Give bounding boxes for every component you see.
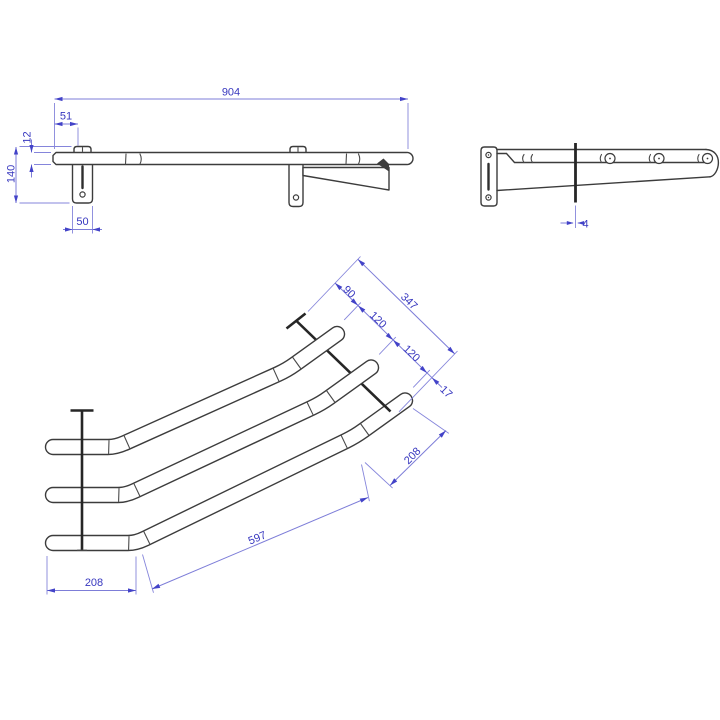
bend-mark bbox=[340, 435, 348, 449]
bend-mark bbox=[124, 153, 127, 165]
bracket-plate-right bbox=[288, 162, 304, 208]
bend-mark bbox=[306, 401, 314, 416]
center-dot bbox=[609, 157, 611, 160]
support-arm bbox=[302, 166, 390, 191]
bend-mark bbox=[648, 153, 652, 164]
dim-arrow bbox=[393, 340, 401, 348]
bend-mark bbox=[697, 153, 700, 164]
dim-pitch-120-b: 120 bbox=[401, 343, 423, 364]
extension-line bbox=[364, 462, 393, 489]
arm-end-cap bbox=[705, 148, 720, 178]
front-view: 904 51 12 140 50 bbox=[6, 87, 414, 234]
dim-arrow bbox=[438, 430, 446, 438]
center-dot bbox=[487, 196, 490, 199]
bend-mark bbox=[522, 153, 525, 164]
bend-mark bbox=[360, 423, 370, 436]
center-dot bbox=[487, 154, 490, 156]
dim-arrow bbox=[400, 96, 408, 102]
dim-end-section-208: 208 bbox=[402, 445, 423, 466]
extension-line bbox=[398, 350, 458, 413]
arm-hook bbox=[377, 158, 389, 172]
tube-middle bbox=[44, 359, 380, 504]
dim-arrow bbox=[335, 283, 343, 291]
extension-line bbox=[412, 408, 450, 434]
dim-arrow bbox=[432, 377, 440, 385]
mounting-hole bbox=[79, 191, 86, 198]
dim-pitch-120-a: 120 bbox=[367, 310, 389, 331]
dim-front-section-208: 208 bbox=[85, 577, 103, 589]
dim-arrow bbox=[358, 305, 366, 313]
isometric-view: 90 120 120 17 347 208 597 208 bbox=[44, 256, 458, 595]
bend-mark bbox=[143, 531, 151, 545]
dim-arrow bbox=[577, 221, 585, 225]
mounting-hole bbox=[292, 194, 300, 201]
dim-tube-diameter: 12 bbox=[22, 131, 34, 143]
bend-mark bbox=[357, 153, 361, 165]
dim-arrow bbox=[359, 497, 368, 503]
right-plate-edge-front bbox=[383, 404, 392, 413]
dim-arrow bbox=[390, 478, 398, 486]
right-plate-edge bbox=[295, 319, 392, 413]
center-dot bbox=[658, 157, 660, 160]
dimension-line bbox=[357, 258, 456, 355]
extension-line bbox=[142, 554, 154, 593]
dim-arrow bbox=[47, 588, 55, 593]
dim-bracket-width: 50 bbox=[76, 216, 88, 228]
extension-line bbox=[361, 464, 370, 502]
dimension-line bbox=[151, 497, 369, 590]
dim-plate-thickness: 4 bbox=[583, 219, 589, 231]
dim-plate-length-347: 347 bbox=[398, 291, 420, 312]
bend-mark bbox=[272, 368, 280, 382]
dimension-line bbox=[389, 430, 447, 486]
dim-arrow bbox=[152, 583, 161, 589]
dim-left-offset: 51 bbox=[60, 111, 72, 123]
bend-mark bbox=[326, 390, 336, 403]
dim-bracket-height: 140 bbox=[6, 165, 18, 183]
bend-mark bbox=[123, 435, 131, 449]
dim-arrow bbox=[350, 298, 358, 306]
right-plate-cap bbox=[285, 312, 307, 330]
arm-bottom-edge bbox=[496, 176, 711, 192]
shelf-tube-front bbox=[52, 151, 414, 166]
dim-arrow bbox=[128, 588, 136, 593]
dim-arrow bbox=[447, 346, 455, 354]
dim-arrow bbox=[419, 365, 427, 373]
dim-arrow bbox=[29, 145, 34, 153]
dim-overall-length: 904 bbox=[222, 87, 240, 99]
bend-mark bbox=[345, 153, 348, 165]
bend-mark bbox=[530, 153, 534, 164]
bend-mark bbox=[292, 356, 302, 370]
dim-arrow bbox=[385, 332, 393, 340]
bend-mark bbox=[139, 153, 142, 165]
bend-mark bbox=[599, 153, 603, 164]
tube-bottom bbox=[44, 392, 414, 552]
dim-arrow bbox=[566, 221, 574, 225]
extension-line bbox=[307, 256, 361, 312]
dim-arrow bbox=[92, 227, 100, 232]
dim-arrow bbox=[54, 121, 63, 127]
dim-arrow bbox=[13, 147, 19, 155]
dim-arrow bbox=[13, 195, 19, 203]
side-view: 4 bbox=[480, 143, 720, 231]
center-dot bbox=[706, 157, 709, 160]
dim-lead-90: 90 bbox=[340, 284, 357, 301]
dim-arrow bbox=[357, 259, 366, 267]
bend-mark bbox=[133, 483, 141, 497]
dim-arrow bbox=[54, 96, 63, 102]
dim-arrow bbox=[65, 227, 73, 232]
dim-arrow bbox=[70, 121, 78, 127]
dim-tail-17: 17 bbox=[437, 384, 454, 401]
dim-diagonal-597: 597 bbox=[247, 529, 269, 547]
dim-arrow bbox=[29, 164, 34, 172]
tube-top bbox=[44, 325, 346, 456]
